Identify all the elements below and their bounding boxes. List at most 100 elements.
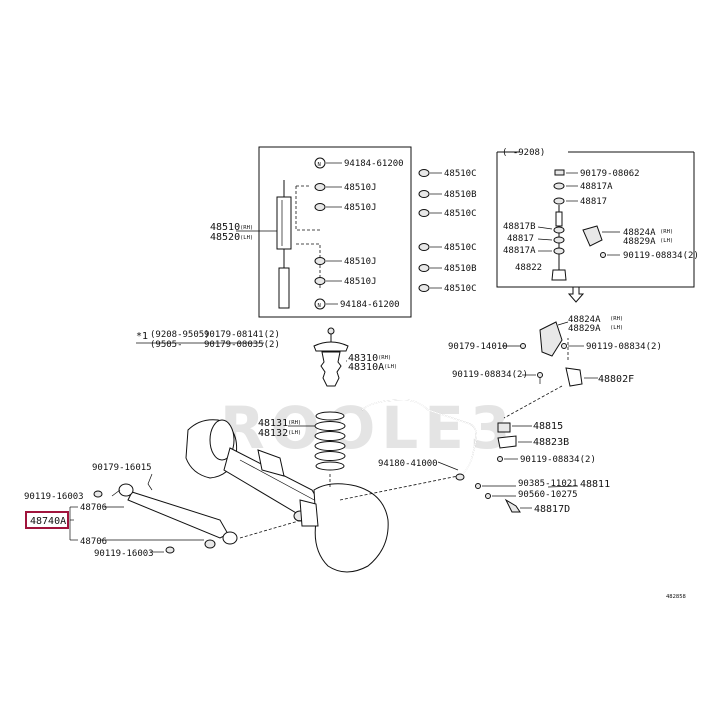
label-shock-rh: 48510 <box>210 222 240 233</box>
washer-icon <box>418 243 430 251</box>
lateral-control-arm <box>127 491 229 539</box>
cap-nut-icon <box>314 157 326 169</box>
shock-right-parts: 48510C 48510B 48510C 48510C 48510B 48510… <box>418 169 477 294</box>
label-48510c-4: 48510C <box>444 284 477 294</box>
washer-icon <box>418 169 430 177</box>
label-bottom-cap: 94184-61200 <box>340 300 400 310</box>
bracket-icon <box>582 225 603 247</box>
cushion-icon <box>553 182 565 190</box>
ref-code: 482858 <box>666 594 686 600</box>
label-90119-08834-b: 90119-08834(2) <box>452 370 528 380</box>
arrow-down-icon <box>567 287 585 303</box>
bushing-icon <box>314 203 326 211</box>
label-top-cap: 94184-61200 <box>344 159 404 169</box>
cap-nut-icon <box>314 298 326 310</box>
label-90560-10275: 90560-10275 <box>518 490 578 500</box>
washer-icon <box>418 190 430 198</box>
label-48510b-1: 48510B <box>444 190 477 200</box>
label-48510c-3: 48510C <box>444 243 477 253</box>
axle-housing-group <box>185 419 459 573</box>
label-48817d: 48817D <box>534 504 570 515</box>
label-48817-bottom: 48817 <box>507 234 534 244</box>
label-spring-lh: 48132 <box>258 428 288 439</box>
bolt-icon <box>93 490 103 498</box>
bolt-icon <box>520 343 526 349</box>
label-94180-41000: 94180-41000 <box>378 459 438 469</box>
label-48829a-tag: (LH) <box>610 325 623 331</box>
bump-stopper-icon <box>320 351 342 387</box>
bushing-icon <box>222 531 238 545</box>
label-48510j-1: 48510J <box>344 183 377 193</box>
bushing-icon <box>314 183 326 191</box>
label-90179-08062: 90179-08062 <box>580 169 640 179</box>
label-90119-08834-c: 90119-08834(2) <box>520 455 596 465</box>
label-48510b-2: 48510B <box>444 264 477 274</box>
label-90119-16003-top: 90119-16003 <box>24 492 84 502</box>
stabilizer-link-group: ( -9208) 90179-08062 48817A 48817 48817B… <box>496 148 699 288</box>
washer-icon <box>418 209 430 217</box>
label-48510c-2: 48510C <box>444 209 477 219</box>
label-48817b: 48817B <box>503 222 536 232</box>
bump-stopper-plate <box>313 341 349 352</box>
label-48824a-box-tag: (RH) <box>660 229 673 235</box>
label-90385-11021: 90385-11021 <box>518 479 578 489</box>
label-bumper-lh-tag: (LH) <box>384 364 397 370</box>
note-marker: *1 <box>136 331 148 342</box>
stabilizer-link-icon <box>565 367 583 387</box>
label-90119-08834-box: 90119-08834(2) <box>623 251 699 261</box>
label-90119-16003-bottom: 90119-16003 <box>94 549 154 559</box>
bolt-icon <box>327 327 335 335</box>
bolt-icon <box>600 252 606 258</box>
label-90179-14010: 90179-14010 <box>448 342 508 352</box>
coil-spring-group: 48131 (RH) 48132 (LH) <box>258 411 346 471</box>
label-48823b: 48823B <box>533 437 569 448</box>
label-90119-08834-a: 90119-08834(2) <box>586 342 662 352</box>
label-bumper-rh: 48310 <box>348 353 378 364</box>
label-48815: 48815 <box>533 421 563 432</box>
label-48510j-3: 48510J <box>344 257 377 267</box>
bolt-icon <box>165 546 175 554</box>
label-48510j-4: 48510J <box>344 277 377 287</box>
stabilizer-bar-group <box>361 321 598 513</box>
label-shock-lh: 48520 <box>210 232 240 243</box>
note-block: *1 (9208-9505) 90179-08141(2) (9505- 901… <box>136 330 280 350</box>
shock-box-frame <box>258 146 412 318</box>
label-48510j-2: 48510J <box>344 203 377 213</box>
note-line2-range: (9505- <box>150 340 183 350</box>
label-48824a-box: 48824A <box>623 228 656 238</box>
note-line1-part: 90179-08141(2) <box>204 330 280 340</box>
svg-text:N: N <box>318 162 321 168</box>
watermark-text: ROOLE3 <box>220 394 516 462</box>
label-48706-top: 48706 <box>80 503 107 513</box>
label-spring-rh: 48131 <box>258 418 288 429</box>
note-line2-part: 90179-08035(2) <box>204 340 280 350</box>
label-48824a-tag: (RH) <box>610 316 623 322</box>
differential-housing <box>313 483 389 573</box>
bump-stopper-group: 48310 (RH) 48310A (LH) <box>313 327 397 387</box>
label-48510c-1: 48510C <box>444 169 477 179</box>
label-48817-top: 48817 <box>580 197 607 207</box>
bolt-icon <box>497 456 503 462</box>
control-arm-group <box>69 473 238 554</box>
shock-absorber-group: 48510 (RH) 48520 (LH) N 94184-61200 4851… <box>210 146 412 318</box>
highlight-box <box>25 511 69 529</box>
cushion-icon <box>553 197 565 205</box>
bolt-icon <box>561 343 567 349</box>
washer-icon <box>418 264 430 272</box>
coil-spring-icon <box>315 461 345 471</box>
svg-text:N: N <box>318 303 321 309</box>
label-48829a-box-tag: (LH) <box>660 238 673 244</box>
stab-box-frame <box>496 152 695 288</box>
label-48822: 48822 <box>515 263 542 273</box>
label-shock-rh-tag: (RH) <box>240 225 253 231</box>
bushing-icon <box>118 483 134 497</box>
label-90179-16015: 90179-16015 <box>92 463 152 473</box>
label-48740a[interactable]: 48740A <box>30 516 66 527</box>
shock-absorber-body <box>276 196 292 250</box>
label-48811: 48811 <box>580 479 610 490</box>
label-48802f: 48802F <box>598 374 634 385</box>
label-spring-lh-tag: (LH) <box>288 430 301 436</box>
bushing-icon <box>314 257 326 265</box>
